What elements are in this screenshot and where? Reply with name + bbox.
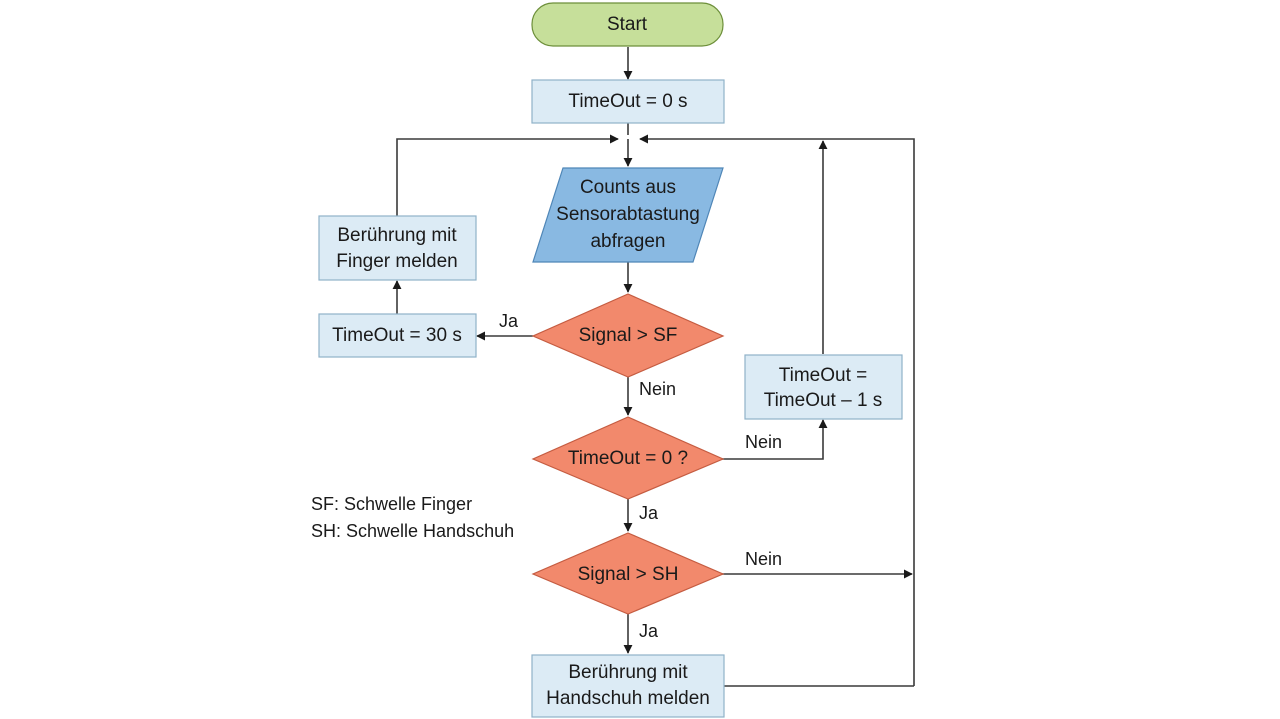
node-timeout-init: TimeOut = 0 s [531,79,725,124]
edge-label-sh-no: Nein [745,549,782,569]
timeout-30-label: TimeOut = 30 s [332,325,462,346]
timeout-30-box [318,313,477,358]
edge-timeout-zero-no [721,419,828,460]
node-start: Start [531,2,724,47]
timeout-zero-label: TimeOut = 0 ? [568,448,688,469]
timeout-zero-decision-shape [531,416,725,500]
timeout-dec-line-1: TimeOut = [779,365,868,386]
node-timeout-zero: TimeOut = 0 ? [531,416,725,500]
signal-sh-decision-shape [531,532,725,615]
report-glove-box [531,654,725,718]
edge-label-sf-yes: Ja [499,311,519,331]
edge-label-tz-yes: Ja [639,503,659,523]
edge-label-sh-yes: Ja [639,621,659,641]
report-finger-box [318,215,477,281]
edge-labels: Ja Nein Nein Ja Nein Ja [499,311,782,641]
node-signal-sf: Signal > SF [531,293,725,378]
report-finger-line-2: Finger melden [336,251,457,272]
node-read-counts: Counts aus Sensorabtastung abfragen [532,167,724,263]
edge-right-loop-to-merge [639,134,915,686]
node-signal-sh: Signal > SH [531,532,725,615]
node-timeout-dec: TimeOut = TimeOut – 1 s [744,354,903,420]
read-counts-io-shape [532,167,724,263]
signal-sh-label: Signal > SH [578,564,679,585]
start-label: Start [607,14,648,35]
legend-line-sh: SH: Schwelle Handschuh [311,521,514,541]
timeout-dec-line-2: TimeOut – 1 s [764,390,883,411]
edge-label-sf-no: Nein [639,379,676,399]
read-counts-line-3: abfragen [590,231,665,252]
connectors [392,47,915,687]
timeout-dec-box [744,354,903,420]
read-counts-line-2: Sensorabtastung [556,204,700,225]
report-glove-line-2: Handschuh melden [546,688,710,709]
timeout-init-label: TimeOut = 0 s [568,91,687,112]
legend-line-sf: SF: Schwelle Finger [311,494,472,514]
edge-label-tz-no: Nein [745,432,782,452]
report-finger-line-1: Berührung mit [337,225,457,246]
node-report-glove: Berührung mit Handschuh melden [531,654,725,718]
signal-sf-label: Signal > SF [579,325,678,346]
read-counts-line-1: Counts aus [580,177,676,198]
edge-report-finger-to-merge [396,134,619,216]
legend: SF: Schwelle Finger SH: Schwelle Handsch… [311,494,514,541]
start-terminal-shape [531,2,724,47]
report-glove-line-1: Berührung mit [568,662,688,683]
node-report-finger: Berührung mit Finger melden [318,215,477,281]
timeout-init-box [531,79,725,124]
node-timeout-30: TimeOut = 30 s [318,313,477,358]
signal-sf-decision-shape [531,293,725,378]
